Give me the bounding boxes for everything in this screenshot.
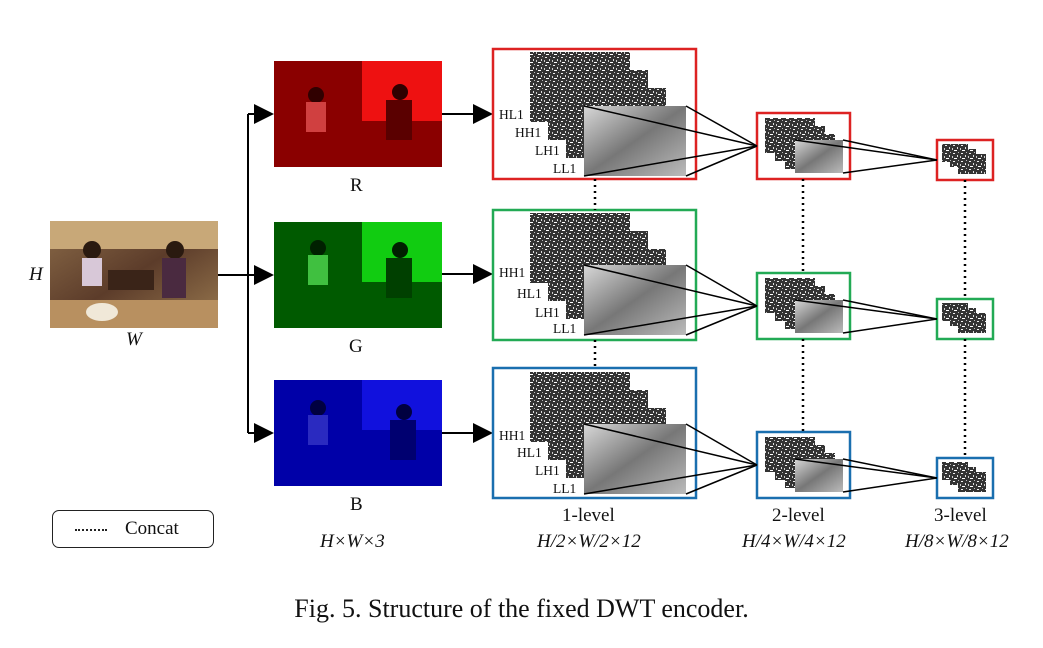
channel-g-image [274,222,442,328]
subband-label: LH1 [534,305,561,320]
subband-label: LH1 [534,463,561,478]
input-h-label: H [29,264,43,285]
figure-caption: Fig. 5. Structure of the fixed DWT encod… [294,594,749,623]
level3-stack-b [935,456,995,500]
legend-dotted-line [75,529,107,531]
level2-stack-b [755,430,852,500]
concat-lines [593,179,967,458]
subband-label: LL1 [552,481,578,496]
channel-b-image [274,380,442,486]
channel-arrows [442,104,493,443]
projection-lines [583,105,938,495]
subband-label: HH1 [498,265,527,280]
level3-stack-r [935,138,995,182]
input-image [50,221,218,328]
legend-label: Concat [125,518,179,539]
subband-label: HL1 [516,445,543,460]
level1-stack-b [491,366,698,500]
level1-stack-r [491,47,698,181]
subband-label: LL1 [552,161,578,176]
subband-label: LH1 [534,143,561,158]
legend-box: Concat [52,510,214,548]
subband-label: HL1 [498,107,525,122]
level2-label: 2-level [772,505,825,526]
level3-stack-g [935,297,995,341]
subband-label: HL1 [516,286,543,301]
input-w-label: W [126,329,142,350]
channel-g-label: G [349,336,363,357]
channel-r-image [274,61,442,167]
channel-dims: H×W×3 [320,531,385,552]
channel-r-label: R [350,175,363,196]
channel-b-label: B [350,494,363,515]
subband-label: HH1 [498,428,527,443]
level1-dims: H/2×W/2×12 [537,531,641,552]
subband-label: HH1 [514,125,543,140]
level2-dims: H/4×W/4×12 [742,531,846,552]
subband-label: LL1 [552,321,578,336]
level3-label: 3-level [934,505,987,526]
level3-dims: H/8×W/8×12 [905,531,1009,552]
level1-label: 1-level [562,505,615,526]
input-connector [218,104,274,443]
